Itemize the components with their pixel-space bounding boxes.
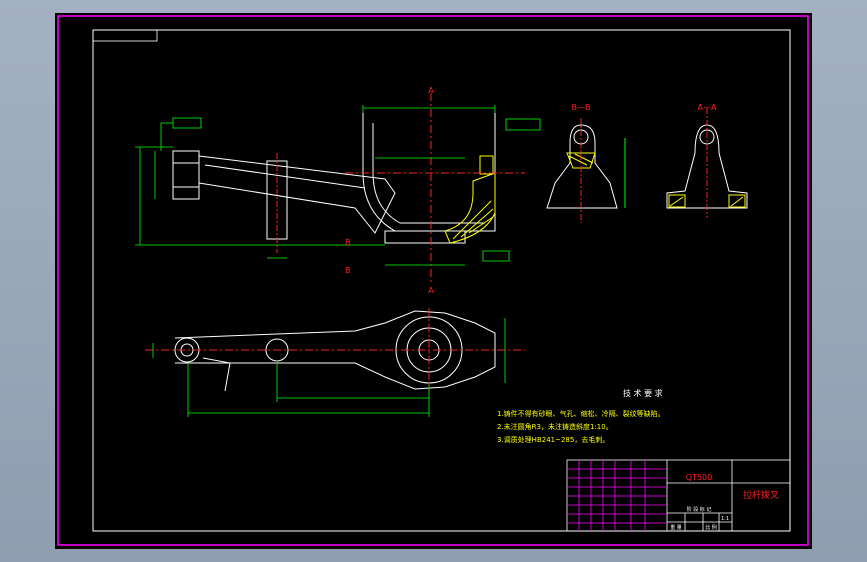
top-arm-outline (174, 310, 496, 390)
section-bb (546, 118, 626, 223)
front-dimensions (135, 105, 541, 266)
inner-frame (92, 29, 791, 532)
section-aa (666, 108, 748, 218)
stage-label: 阶 段 标 记 (687, 506, 712, 513)
front-arm (198, 155, 396, 234)
cad-viewport[interactable]: A A B B B—B A—A 技 术 要 求 1.铸件不得有砂眼、气孔、缩松、… (55, 13, 812, 549)
section-title-bb: B—B (572, 103, 591, 112)
code-box (92, 29, 158, 42)
section-label-a-top: A (428, 86, 434, 95)
fork-hatch (444, 172, 496, 244)
tech-requirement-3: 3.调质处理HB241~285，去毛刺。 (497, 435, 609, 444)
tech-requirements-title: 技 术 要 求 (623, 388, 663, 398)
bb-outline (546, 124, 618, 209)
top-dimensions (152, 318, 506, 417)
section-title-aa: A—A (698, 103, 717, 112)
scale-value: 1:1 (721, 516, 729, 522)
middle-hole (265, 338, 289, 362)
front-view (172, 93, 525, 283)
top-view (145, 308, 525, 393)
left-boss (172, 150, 200, 200)
scale-label: 比 例 (705, 524, 717, 531)
section-label-b-left: B (345, 238, 351, 247)
part-name-label: 拉杆拨叉 (743, 489, 779, 501)
tech-requirement-2: 2.未注圆角R3，未注铸造斜度1:10。 (497, 422, 613, 431)
tech-requirements: 技 术 要 求 1.铸件不得有砂眼、气孔、缩松、冷隔、裂纹等缺陷。 2.未注圆角… (497, 388, 665, 444)
weight-label: 重 量 (670, 524, 682, 531)
outer-frame (57, 15, 809, 546)
fork-base (384, 230, 466, 244)
section-label-b-right: B (345, 266, 351, 275)
fork-bowl (362, 113, 496, 232)
tech-requirement-1: 1.铸件不得有砂眼、气孔、缩松、冷隔、裂纹等缺陷。 (497, 409, 665, 418)
section-label-a-bottom: A (428, 286, 434, 295)
title-block: QT500 拉杆拨叉 阶 段 标 记 重 量 比 例 1:1 (566, 459, 791, 532)
material-label: QT500 (686, 473, 712, 482)
drawing-canvas: A A B B B—B A—A 技 术 要 求 1.铸件不得有砂眼、气孔、缩松、… (57, 15, 809, 546)
